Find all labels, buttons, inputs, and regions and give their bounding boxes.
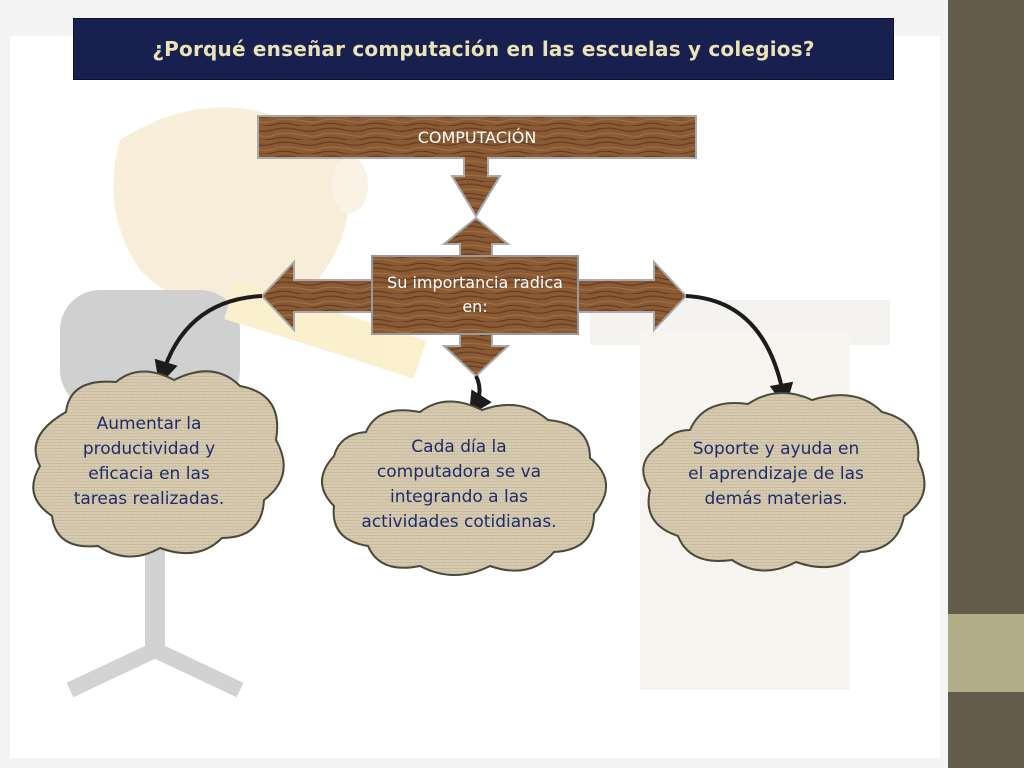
top-node-label: COMPUTACIÓN bbox=[417, 127, 537, 147]
connector-right bbox=[685, 294, 794, 408]
connector-left bbox=[154, 294, 263, 386]
sidebar-accent-block bbox=[948, 614, 1024, 692]
page-title: ¿Porqué enseñar computación en las escue… bbox=[152, 37, 815, 61]
cloud-right bbox=[642, 391, 926, 572]
top-wood-arrow-shape bbox=[257, 115, 697, 218]
center-node-label: Su importancia radica en: bbox=[387, 273, 563, 316]
cloud-middle bbox=[321, 400, 608, 576]
leaf-middle-label: Cada día la computadora se va integrando… bbox=[361, 437, 557, 532]
connector-middle bbox=[468, 375, 492, 417]
leaf-left-label: Aumentar la productividad y eficacia en … bbox=[73, 414, 225, 509]
cloud-left bbox=[32, 370, 285, 558]
center-wood-box bbox=[371, 255, 579, 335]
leaf-right-label: Soporte y ayuda en el aprendizaje de las… bbox=[688, 438, 864, 509]
title-banner: ¿Porqué enseñar computación en las escue… bbox=[73, 18, 894, 80]
